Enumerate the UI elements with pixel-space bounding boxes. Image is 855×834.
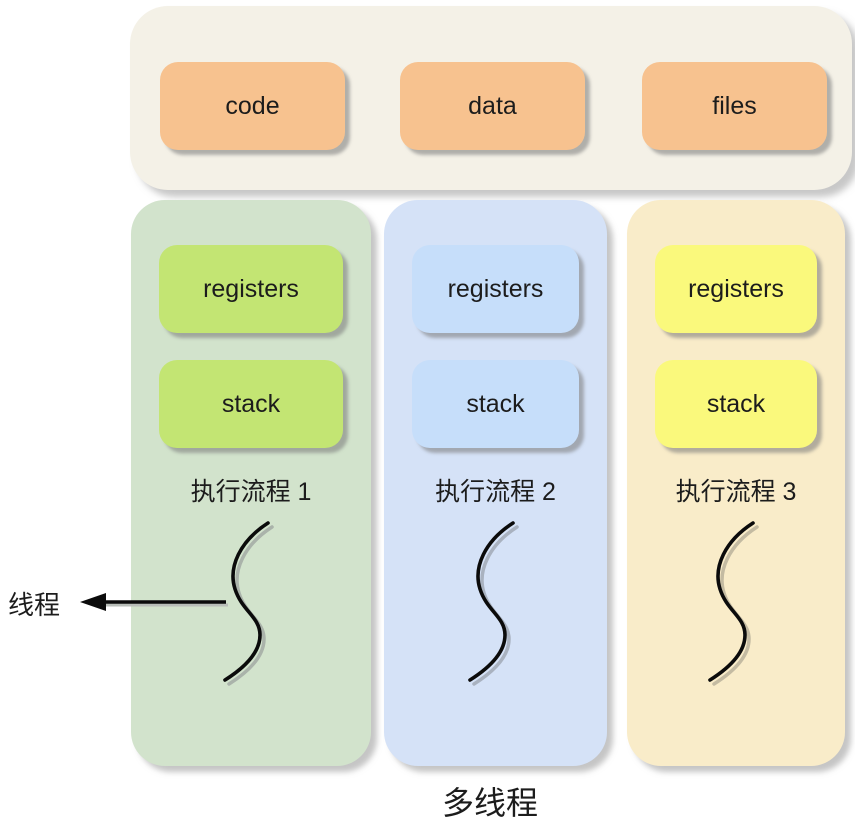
process-resources-container: code data files xyxy=(130,6,852,190)
stack-box-1: stack xyxy=(159,360,343,448)
code-label: code xyxy=(225,91,280,120)
thread-column-3: registers stack 执行流程 3 xyxy=(627,200,845,766)
stack-box-2: stack xyxy=(412,360,579,448)
files-box: files xyxy=(642,62,827,150)
registers-box-3: registers xyxy=(655,245,817,333)
data-label: data xyxy=(468,91,517,120)
registers-box-1: registers xyxy=(159,245,343,333)
flow-label-2: 执行流程 2 xyxy=(435,478,556,506)
code-box: code xyxy=(160,62,345,150)
stack-label-1: stack xyxy=(221,389,281,418)
registers-box-2: registers xyxy=(412,245,579,333)
thread-squiggle-icon xyxy=(223,521,274,686)
stack-label-2: stack xyxy=(466,389,525,418)
thread-squiggle-icon xyxy=(708,521,759,686)
registers-label-3: registers xyxy=(688,274,784,303)
thread-column-2: registers stack 执行流程 2 xyxy=(384,200,607,766)
files-label: files xyxy=(712,91,757,120)
diagram-title: 多线程 xyxy=(441,785,538,821)
thread-column-1: registers stack 执行流程 1 xyxy=(131,200,371,766)
thread-pointer-label: 线程 xyxy=(8,590,61,620)
registers-label-1: registers xyxy=(203,274,299,303)
data-box: data xyxy=(400,62,585,150)
thread-squiggle-icon xyxy=(467,521,519,686)
flow-label-3: 执行流程 3 xyxy=(675,478,797,506)
thread-arrow-icon xyxy=(80,593,228,611)
registers-label-2: registers xyxy=(447,274,544,303)
stack-box-3: stack xyxy=(655,360,817,448)
flow-label-1: 执行流程 1 xyxy=(190,478,312,506)
stack-label-3: stack xyxy=(706,389,766,418)
